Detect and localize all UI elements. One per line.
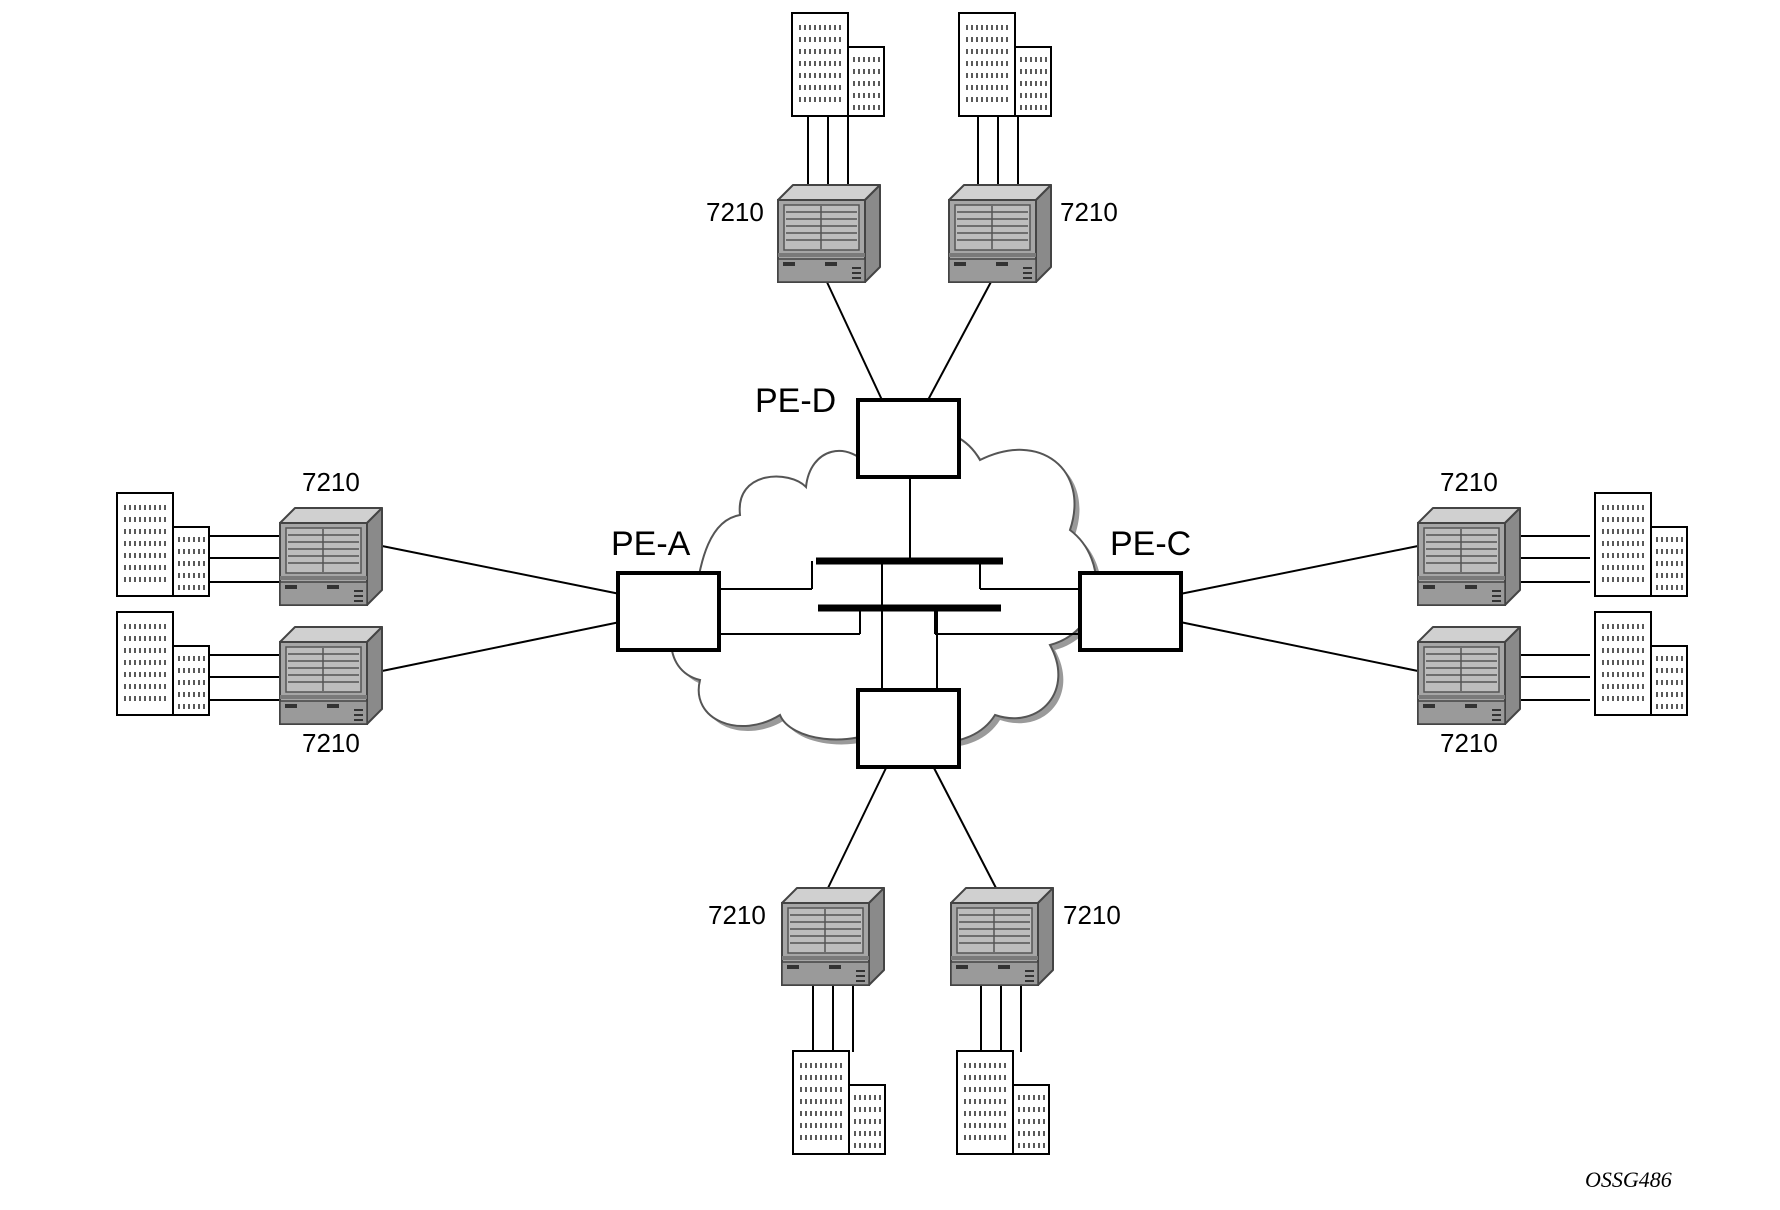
router-icon (781, 887, 885, 986)
router-icon (279, 626, 383, 725)
device-label: 7210 (706, 197, 764, 227)
pe-d-label: PE-D (755, 382, 836, 420)
router-icon (777, 184, 881, 283)
device-label: 7210 (302, 728, 360, 758)
building-icon (791, 12, 885, 117)
pe-c-router-box (1078, 571, 1183, 652)
building-icon (958, 12, 1052, 117)
core-bus (816, 557, 1003, 612)
pe-c-label: PE-C (1110, 525, 1191, 563)
figure-id: OSSG486 (1585, 1167, 1672, 1192)
router-icon (948, 184, 1052, 283)
router-icon (950, 887, 1054, 986)
device-label: 7210 (708, 900, 766, 930)
pe-a-router-box (616, 571, 721, 652)
core-links (720, 478, 1078, 688)
device-label: 7210 (1440, 467, 1498, 497)
device-label: 7210 (1060, 197, 1118, 227)
device-label: 7210 (1063, 900, 1121, 930)
device-label: 7210 (302, 467, 360, 497)
pe-a-label: PE-A (611, 525, 691, 563)
building-icon (1594, 492, 1688, 597)
building-icon (956, 1050, 1050, 1155)
pe-d-router-box (856, 398, 961, 479)
pe-b-router-box (856, 688, 961, 769)
building-icon (116, 492, 210, 597)
access-links (381, 279, 1419, 889)
building-icon (116, 611, 210, 716)
building-icon (792, 1050, 886, 1155)
router-icon (1417, 507, 1521, 606)
device-label: 7210 (1440, 728, 1498, 758)
router-icon (1417, 626, 1521, 725)
customer-links (210, 114, 1590, 1052)
building-icon (1594, 611, 1688, 716)
router-icon (279, 507, 383, 606)
network-cloud-icon (670, 428, 1102, 748)
